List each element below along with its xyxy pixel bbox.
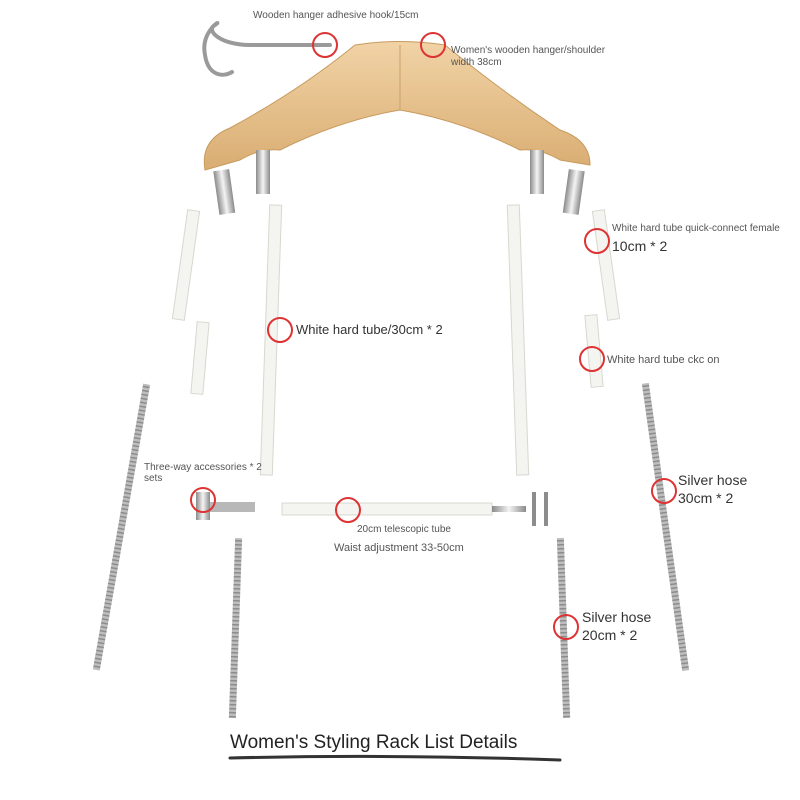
- label-hanger-line1: Women's wooden hanger/shoulder: [451, 45, 606, 56]
- label-silver30-line1: Silver hose: [678, 472, 748, 488]
- label-three-way-line1: Three-way accessories * 2: [144, 462, 262, 473]
- label-silver20-line2: 20cm * 2: [582, 627, 638, 643]
- page-title: Women's Styling Rack List Details: [230, 732, 518, 753]
- hanger-hook: [202, 21, 332, 77]
- label-quick-female-line1: White hard tube quick-connect female: [612, 223, 780, 234]
- callout-rings: [190, 32, 677, 640]
- label-white-tube-ckc: White hard tube ckc on: [607, 354, 720, 366]
- title-underline: [228, 754, 562, 762]
- label-white-tube-30: White hard tube/30cm * 2: [296, 322, 443, 337]
- label-hook: Wooden hanger adhesive hook/15cm: [253, 10, 419, 21]
- label-silver20-line1: Silver hose: [582, 609, 652, 625]
- telescopic-tube: [281, 492, 548, 526]
- label-waist: Waist adjustment 33-50cm: [334, 542, 464, 554]
- label-telescopic: 20cm telescopic tube: [357, 524, 451, 535]
- label-hanger-line2: width 38cm: [451, 57, 502, 68]
- label-three-way-line2: sets: [144, 473, 163, 484]
- silver-hoses: [92, 382, 690, 719]
- three-way-accessory: [196, 492, 255, 520]
- label-silver30-line2: 30cm * 2: [678, 490, 734, 506]
- hanger-clips: [213, 150, 585, 215]
- white-tubes: [171, 204, 621, 476]
- wooden-hanger: [203, 41, 591, 171]
- label-quick-female-line2: 10cm * 2: [612, 238, 668, 254]
